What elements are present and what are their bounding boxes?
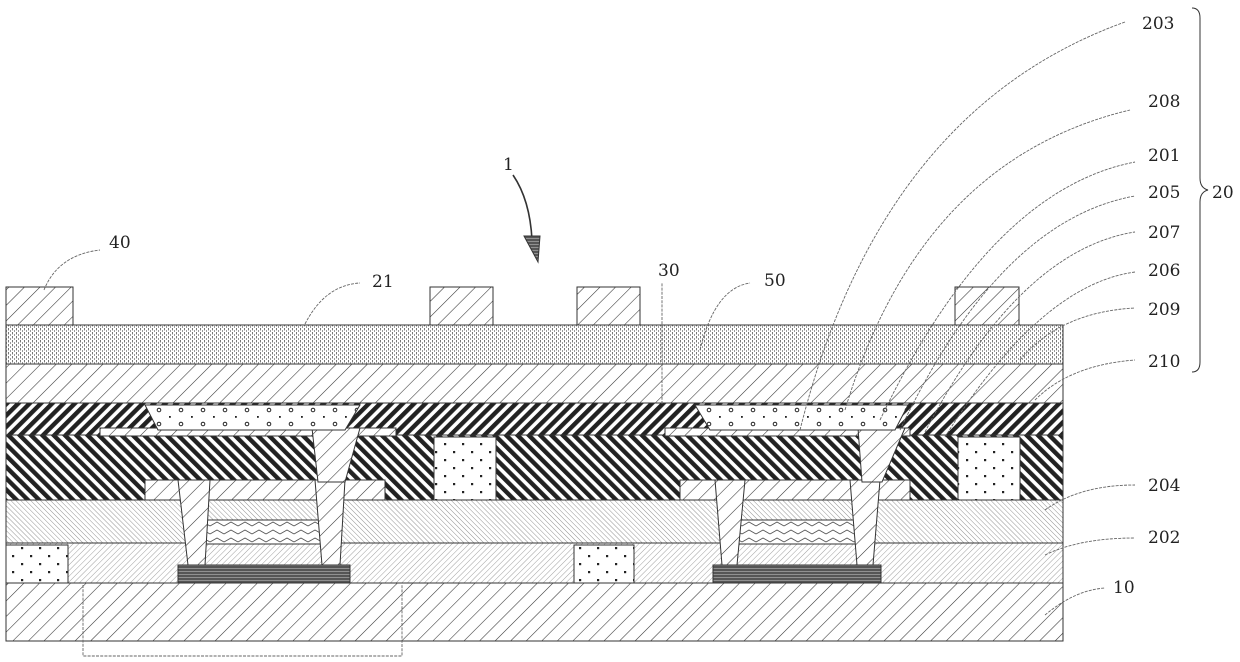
leader-40 (44, 250, 100, 290)
dot-block-middle (574, 545, 634, 583)
gate-region-right (735, 520, 865, 544)
brace-20 (1192, 8, 1208, 372)
emitting-layer-right (695, 405, 908, 430)
active-layer-left (178, 565, 350, 583)
insulating-layer-204 (6, 500, 1063, 543)
label-210: 210 (1148, 352, 1180, 372)
emitting-layer-left (145, 405, 360, 430)
label-21: 21 (372, 272, 394, 292)
substrate-layer-10 (6, 583, 1063, 641)
label-206: 206 (1148, 261, 1180, 281)
electrode-40-c (577, 287, 640, 325)
leader-21 (305, 283, 360, 324)
label-207: 207 (1148, 223, 1180, 243)
buffer-layer-202 (6, 543, 1063, 583)
pointer-arrowhead (524, 236, 540, 262)
label-201: 201 (1148, 146, 1180, 166)
dot-pillar-left (434, 437, 496, 500)
label-208: 208 (1148, 92, 1180, 112)
label-10: 10 (1113, 578, 1135, 598)
dot-pillar-right (958, 437, 1020, 500)
label-205: 205 (1148, 183, 1180, 203)
label-209: 209 (1148, 300, 1180, 320)
electrode-40-a (6, 287, 73, 325)
label-203: 203 (1142, 14, 1174, 34)
label-30: 30 (658, 261, 680, 281)
label-50: 50 (764, 271, 786, 291)
dot-block-left (6, 545, 68, 583)
gate-region-left (200, 520, 330, 544)
dielectric-layer-21 (6, 325, 1063, 364)
label-40: 40 (109, 233, 131, 253)
pointer-arrow (513, 175, 532, 240)
label-202: 202 (1148, 528, 1180, 548)
label-204: 204 (1148, 476, 1180, 496)
electrode-40-b (430, 287, 493, 325)
label-20: 20 (1212, 183, 1234, 203)
pointer-label: 1 (503, 155, 514, 175)
active-layer-right (713, 565, 881, 583)
encapsulation-layer-210 (6, 364, 1063, 403)
